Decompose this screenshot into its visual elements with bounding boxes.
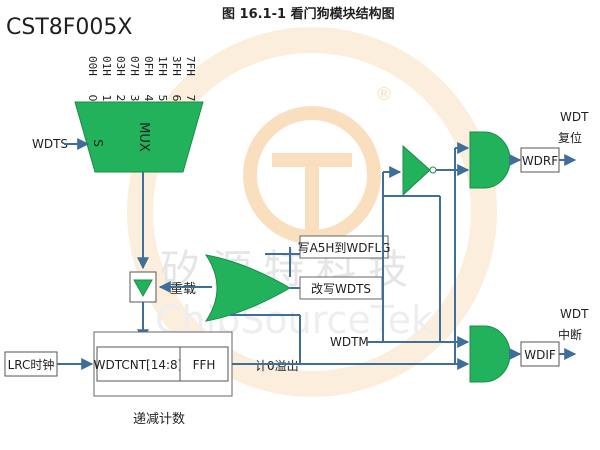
inverter-gate bbox=[402, 144, 431, 197]
wdif-label: WDIF bbox=[524, 348, 556, 362]
counter-caption: 递减计数 bbox=[133, 412, 185, 427]
wdts-label: WDTS bbox=[32, 137, 68, 151]
lrc-clock-box bbox=[4, 351, 58, 377]
mux-label: MUX bbox=[136, 122, 151, 152]
wdflg-write-box bbox=[299, 235, 389, 259]
overflow-label: 计0溢出 bbox=[255, 359, 299, 373]
mux-input-index-2: 2 bbox=[114, 95, 127, 102]
wdt-interrupt-line1: WDT bbox=[560, 307, 589, 321]
wdtm-label: WDTM bbox=[330, 335, 369, 349]
mux-select-pin: S bbox=[91, 139, 105, 147]
wdif-register bbox=[520, 341, 560, 367]
reload-buffer-icon bbox=[133, 279, 153, 298]
and-gate-reset bbox=[469, 131, 511, 189]
mux-input-index-7: 7 bbox=[184, 95, 197, 102]
wdt-reset-line1: WDT bbox=[560, 110, 589, 124]
mux-input-index-0: 0 bbox=[86, 95, 99, 102]
wdt-reset-line2: 复位 bbox=[558, 130, 582, 145]
and-gate-interrupt bbox=[469, 325, 511, 383]
mux-input-value-0: 00H bbox=[86, 56, 99, 76]
registered-mark: ® bbox=[375, 84, 393, 105]
reload-label: 重载 bbox=[170, 281, 196, 297]
mux-input-index-4: 4 bbox=[142, 95, 155, 102]
inverter-bubble bbox=[429, 166, 437, 174]
lrc-clock-label: LRC时钟 bbox=[8, 357, 55, 372]
wdts-write-label: 改写WDTS bbox=[311, 282, 371, 296]
mux-input-value-6: 3FH bbox=[170, 56, 183, 76]
figure-title: 图 16.1-1 看门狗模块结构图 bbox=[222, 6, 395, 22]
ffh-label: FFH bbox=[193, 358, 216, 372]
ffh-register bbox=[179, 346, 229, 382]
mux-input-value-5: 1FH bbox=[156, 56, 169, 76]
watermark-ring bbox=[127, 27, 497, 397]
wdtcnt-label: WDTCNT[14:8] bbox=[94, 358, 183, 372]
or-gate bbox=[204, 254, 291, 322]
chip-name: CST8F005X bbox=[6, 15, 132, 40]
wdtcnt-register bbox=[96, 346, 181, 382]
wdt-interrupt-line2: 中断 bbox=[558, 327, 582, 342]
mux-input-value-3: 07H bbox=[128, 56, 141, 76]
mux-input-labels: 00H 0 01H 1 03H 2 07H 3 0FH 4 1FH 5 3FH 6 7FH 7 bbox=[86, 56, 197, 102]
wdrf-label: WDRF bbox=[522, 154, 558, 168]
mux-input-index-3: 3 bbox=[128, 95, 141, 102]
watermark-logo-mark-icon bbox=[272, 153, 352, 230]
mux-input-value-7: 7FH bbox=[184, 56, 197, 76]
mux-input-index-5: 5 bbox=[156, 95, 169, 102]
mux-input-index-6: 6 bbox=[170, 95, 183, 102]
mux-input-value-1: 01H bbox=[100, 56, 113, 76]
wdflg-write-label: 写A5H到WDFLG bbox=[298, 241, 391, 255]
mux-input-index-1: 1 bbox=[100, 95, 113, 102]
mux-input-value-4: 0FH bbox=[142, 56, 155, 76]
mux-input-value-2: 03H bbox=[114, 56, 127, 76]
